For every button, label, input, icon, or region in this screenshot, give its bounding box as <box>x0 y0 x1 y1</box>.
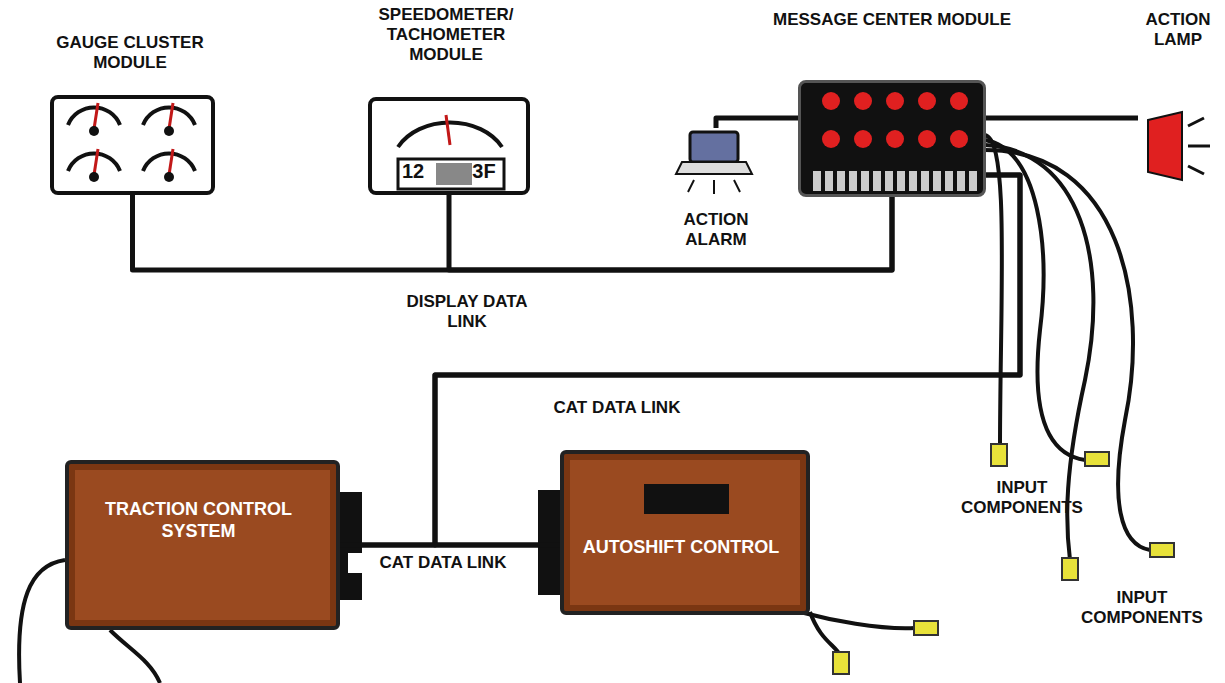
data-link-line <box>986 116 1138 121</box>
module-box: SPEEDOMETER/ TACHOMETER MODULE123F <box>368 97 530 195</box>
module-box: ACTION LAMP <box>1138 8 1218 188</box>
input-plugs <box>833 444 1174 674</box>
module-label: SPEEDOMETER/ TACHOMETER MODULE <box>356 5 536 65</box>
link-label: CAT DATA LINK <box>348 553 538 573</box>
input-wires <box>19 135 1150 683</box>
display-digit: 12 <box>398 160 428 182</box>
component-label: INPUT COMPONENTS <box>945 478 1099 518</box>
module-illustration <box>54 99 211 191</box>
module-box: MESSAGE CENTER MODULE <box>798 80 986 197</box>
data-link-line <box>449 195 892 270</box>
module-label: GAUGE CLUSTER MODULE <box>20 33 240 73</box>
module-box: GAUGE CLUSTER MODULE <box>50 95 215 195</box>
module-label: ACTION ALARM <box>668 210 764 250</box>
module-label: MESSAGE CENTER MODULE <box>770 10 1014 30</box>
module-label: AUTOSHIFT CONTROL <box>580 536 782 558</box>
module-label: ACTION LAMP <box>1138 10 1218 50</box>
link-label: CAT DATA LINK <box>515 398 719 418</box>
link-label: DISPLAY DATA LINK <box>390 292 544 332</box>
data-link-line <box>340 175 1020 545</box>
module-illustration <box>801 83 983 194</box>
module-illustration <box>372 101 526 191</box>
data-link-line <box>716 118 798 128</box>
component-label: INPUT COMPONENTS <box>1062 588 1222 628</box>
module-box: TRACTION CONTROL SYSTEM <box>65 460 340 630</box>
module-box: AUTOSHIFT CONTROL <box>560 450 810 615</box>
data-link-line <box>340 543 560 548</box>
module-box: ACTION ALARM <box>668 128 764 260</box>
data-link-line <box>435 175 1020 545</box>
module-label: TRACTION CONTROL SYSTEM <box>95 498 302 542</box>
data-link-line <box>133 195 893 270</box>
display-digit: 3F <box>470 160 498 182</box>
module-illustration <box>564 454 806 611</box>
